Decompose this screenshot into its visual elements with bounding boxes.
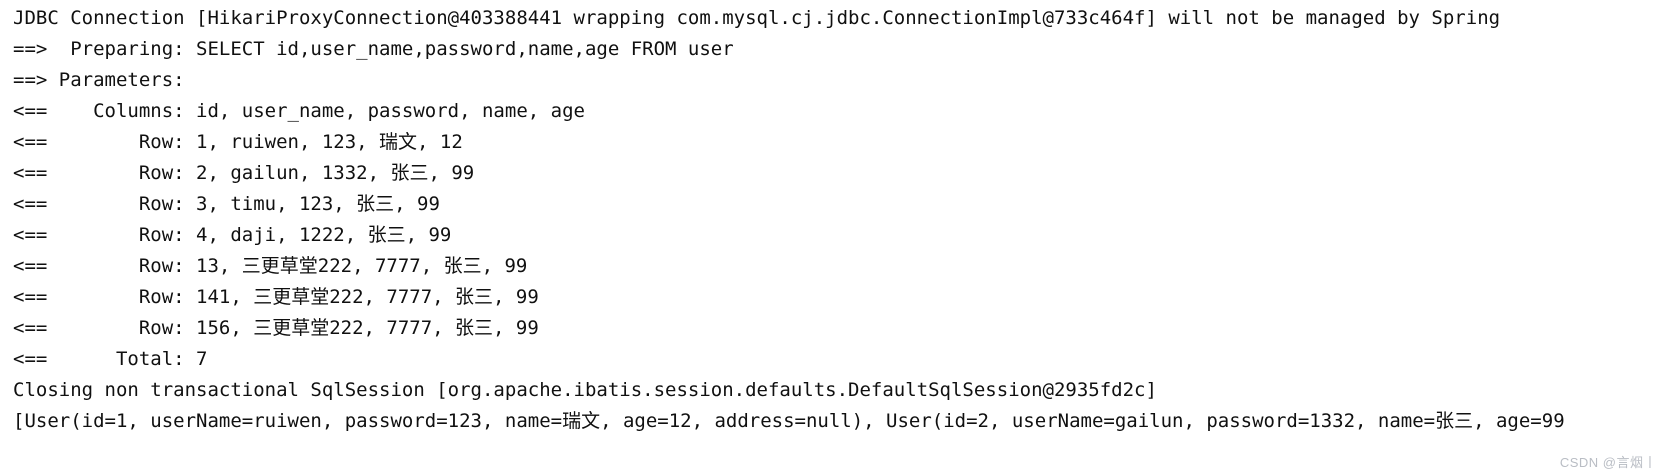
log-line-row: <== Row: 13, 三更草堂222, 7777, 张三, 99 xyxy=(13,255,528,277)
log-line-jdbc-connection: JDBC Connection [HikariProxyConnection@4… xyxy=(13,7,1501,29)
log-line-columns: <== Columns: id, user_name, password, na… xyxy=(13,100,585,122)
console-output: JDBC Connection [HikariProxyConnection@4… xyxy=(13,7,1565,432)
log-line-preparing: ==> Preparing: SELECT id,user_name,passw… xyxy=(13,38,734,60)
csdn-watermark: CSDN @言烟丨 xyxy=(1559,455,1657,470)
log-line-user-list: [User(id=1, userName=ruiwen, password=12… xyxy=(13,410,1565,432)
log-line-row: <== Row: 4, daji, 1222, 张三, 99 xyxy=(13,224,452,246)
log-line-closing-session: Closing non transactional SqlSession [or… xyxy=(13,379,1157,401)
log-line-row: <== Row: 156, 三更草堂222, 7777, 张三, 99 xyxy=(13,317,539,339)
log-line-parameters: ==> Parameters: xyxy=(13,69,197,91)
log-line-total: <== Total: 7 xyxy=(13,348,208,370)
log-line-row: <== Row: 1, ruiwen, 123, 瑞文, 12 xyxy=(13,131,463,153)
log-line-row: <== Row: 141, 三更草堂222, 7777, 张三, 99 xyxy=(13,286,539,308)
log-line-row: <== Row: 3, timu, 123, 张三, 99 xyxy=(13,193,440,215)
log-line-row: <== Row: 2, gailun, 1332, 张三, 99 xyxy=(13,162,475,184)
